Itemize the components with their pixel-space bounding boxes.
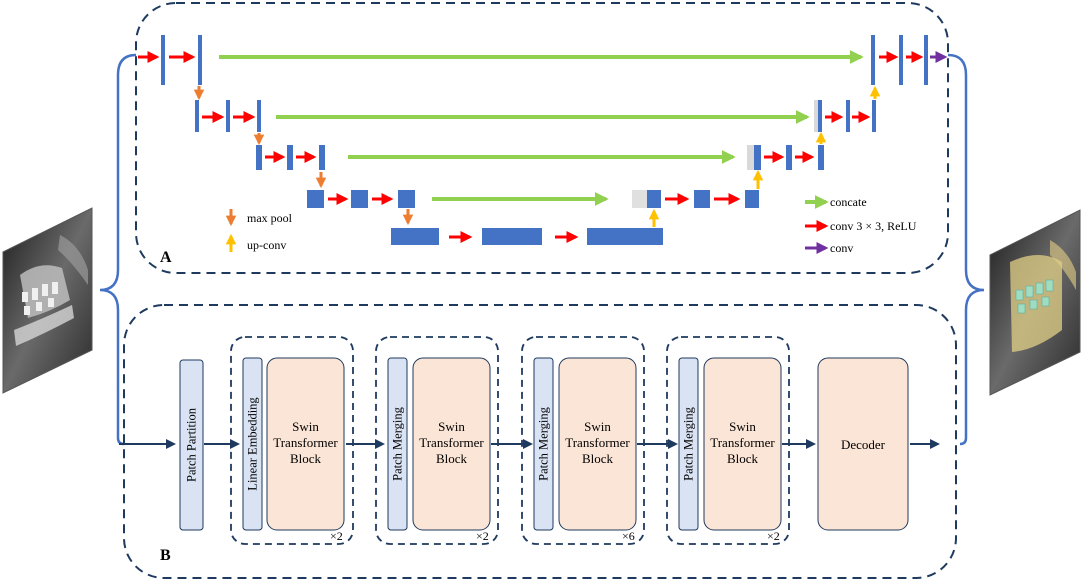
patch-merging-label: Patch Merging: [391, 406, 405, 480]
swin-block-label-3: Block: [436, 451, 468, 466]
unet-block: [161, 35, 165, 85]
legend-upconv-label: up-conv: [247, 238, 286, 252]
left-brace: [99, 53, 137, 446]
unet-block: [754, 145, 761, 170]
legend-concat-label: concate: [830, 195, 867, 209]
swin-transformer-block: [558, 357, 637, 531]
unet-block-concat: [814, 100, 818, 132]
patch-merging-label: Patch Merging: [682, 406, 696, 480]
decoder-box: [817, 357, 909, 531]
legend-maxpool-label: max pool: [247, 211, 293, 225]
stage-border: [521, 336, 645, 545]
swin-transformer-block: [266, 357, 345, 531]
stage-repeat-count: ×2: [330, 529, 343, 543]
unet-block: [482, 228, 542, 245]
swin-stage-1: Linear Embedding Swin Transformer Block …: [230, 336, 354, 545]
legend-conv-label: conv: [830, 241, 853, 255]
right-brace: [947, 53, 985, 446]
legend-conv3-label: conv 3 × 3, ReLU: [830, 219, 917, 233]
swin-block-label-1: Swin: [438, 419, 465, 434]
swin-block-label-2: Transformer: [710, 435, 775, 450]
swin-block-label-3: Block: [582, 451, 614, 466]
panel-a-border: [135, 2, 949, 274]
panel-b-border: [123, 304, 957, 579]
unet: [138, 35, 948, 245]
unet-block: [899, 35, 903, 85]
patch-partition-label: Patch Partition: [185, 407, 199, 482]
legend-right: concate conv 3 × 3, ReLU conv: [805, 195, 917, 255]
output-segmented-ct-image: [989, 209, 1081, 396]
patch-merging-box: [533, 357, 554, 531]
unet-block: [198, 35, 202, 85]
stage-repeat-count: ×2: [767, 529, 780, 543]
swin-stage-4: Patch Merging Swin Transformer Block ×2: [666, 336, 790, 545]
linear-embedding-label: Linear Embedding: [246, 397, 260, 491]
unet-block: [307, 190, 324, 208]
unet-block: [319, 145, 325, 170]
swin-transformer-block: [412, 357, 491, 531]
swin-block-label-1: Swin: [292, 419, 319, 434]
unet-block: [391, 228, 439, 245]
unet-block: [351, 190, 368, 208]
swin-block-label-1: Swin: [729, 419, 756, 434]
swin-stage-2: Patch Merging Swin Transformer Block ×2: [375, 336, 499, 545]
swin-block-label-2: Transformer: [565, 435, 630, 450]
patch-merging-box: [678, 357, 699, 531]
patch-merging-box: [387, 357, 408, 531]
legend-left: max pool up-conv: [225, 209, 293, 252]
swin-block-label-3: Block: [290, 451, 322, 466]
unet-block: [587, 228, 663, 245]
unet-block: [872, 100, 876, 132]
decoder-label: Decoder: [841, 437, 886, 452]
input-ct-image: [2, 207, 93, 394]
unet-block: [694, 190, 710, 208]
unet-block: [924, 35, 928, 85]
swin-block-label-3: Block: [727, 451, 759, 466]
unet-block: [257, 100, 261, 132]
unet-block: [647, 190, 661, 208]
swin-block-label-2: Transformer: [419, 435, 484, 450]
unet-block: [398, 190, 415, 208]
unet-block: [287, 145, 293, 170]
unet-block: [745, 190, 759, 208]
stage-repeat-count: ×6: [622, 529, 635, 543]
stage-border: [375, 336, 499, 545]
unet-block-concat: [747, 145, 754, 170]
unet-block: [818, 100, 822, 132]
patch-partition-box: [179, 359, 204, 531]
unet-block: [226, 100, 230, 132]
swin-block-label-1: Swin: [584, 419, 611, 434]
swin-block-label-2: Transformer: [273, 435, 338, 450]
patch-merging-label: Patch Merging: [537, 406, 551, 480]
unet-block-concat: [632, 190, 647, 208]
stage-repeat-count: ×2: [476, 529, 489, 543]
unet-block: [195, 100, 199, 132]
unet-block: [818, 145, 824, 170]
unet-block: [846, 100, 850, 132]
stage-border: [666, 336, 790, 545]
unet-block: [256, 145, 262, 170]
swin-transformer-block: [703, 357, 782, 531]
panel-a-label: A: [160, 249, 172, 266]
stage-border: [230, 336, 354, 545]
unet-block: [871, 35, 875, 85]
panel-b-label: B: [160, 547, 171, 564]
unet-block: [786, 145, 792, 170]
linear-embedding-box: [242, 357, 263, 531]
swin-stage-3: Patch Merging Swin Transformer Block ×6: [521, 336, 645, 545]
